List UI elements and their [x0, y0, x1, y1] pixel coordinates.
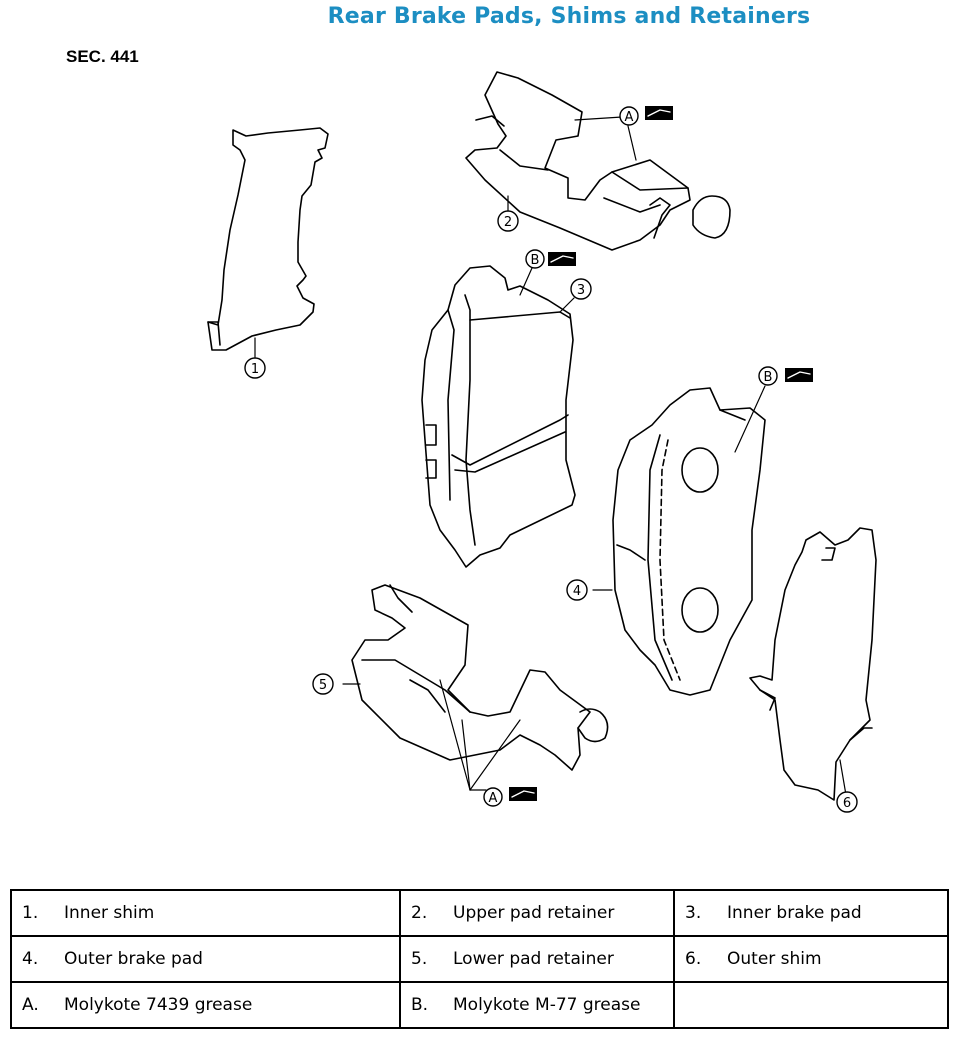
parts-legend-table: 1.Inner shim 2.Upper pad retainer 3.Inne… [10, 889, 949, 1029]
callout-1: 1 [251, 362, 259, 377]
callout-a-top: A [625, 110, 634, 125]
legend-cell-empty [673, 981, 949, 1029]
section-label: SEC. 441 [66, 47, 139, 66]
inner-brake-pad-part [421, 265, 576, 568]
legend-cell: 3.Inner brake pad [673, 889, 949, 937]
grease-leader-lines [439, 116, 766, 791]
legend-cell: 4.Outer brake pad [10, 935, 401, 983]
legend-cell: A.Molykote 7439 grease [10, 981, 401, 1029]
legend-row: A.Molykote 7439 grease B.Molykote M-77 g… [10, 981, 949, 1029]
outer-brake-pad-part [612, 387, 766, 696]
lower-pad-retainer-part [342, 584, 609, 771]
outer-shim-part [749, 527, 877, 801]
callout-circles [244, 106, 858, 813]
exploded-diagram: 1 2 3 4 5 6 A B B A [207, 71, 877, 813]
callout-2: 2 [504, 215, 512, 230]
legend-cell: 5.Lower pad retainer [399, 935, 675, 983]
legend-row: 4.Outer brake pad 5.Lower pad retainer 6… [10, 935, 949, 983]
callout-b-right: B [764, 370, 773, 385]
inner-shim-part [207, 127, 329, 358]
legend-row: 1.Inner shim 2.Upper pad retainer 3.Inne… [10, 889, 949, 937]
grease-symbol-icon [509, 106, 813, 801]
legend-cell: 2.Upper pad retainer [399, 889, 675, 937]
upper-pad-retainer-part [465, 71, 731, 251]
callout-4: 4 [573, 584, 581, 599]
callout-a-bottom: A [489, 791, 498, 806]
page-title: Rear Brake Pads, Shims and Retainers [327, 4, 811, 29]
callout-5: 5 [319, 678, 327, 693]
legend-cell: 6.Outer shim [673, 935, 949, 983]
callout-b-upper: B [531, 253, 540, 268]
legend-cell: 1.Inner shim [10, 889, 401, 937]
callout-3: 3 [577, 283, 585, 298]
callout-6: 6 [843, 796, 851, 811]
legend-cell: B.Molykote M-77 grease [399, 981, 675, 1029]
